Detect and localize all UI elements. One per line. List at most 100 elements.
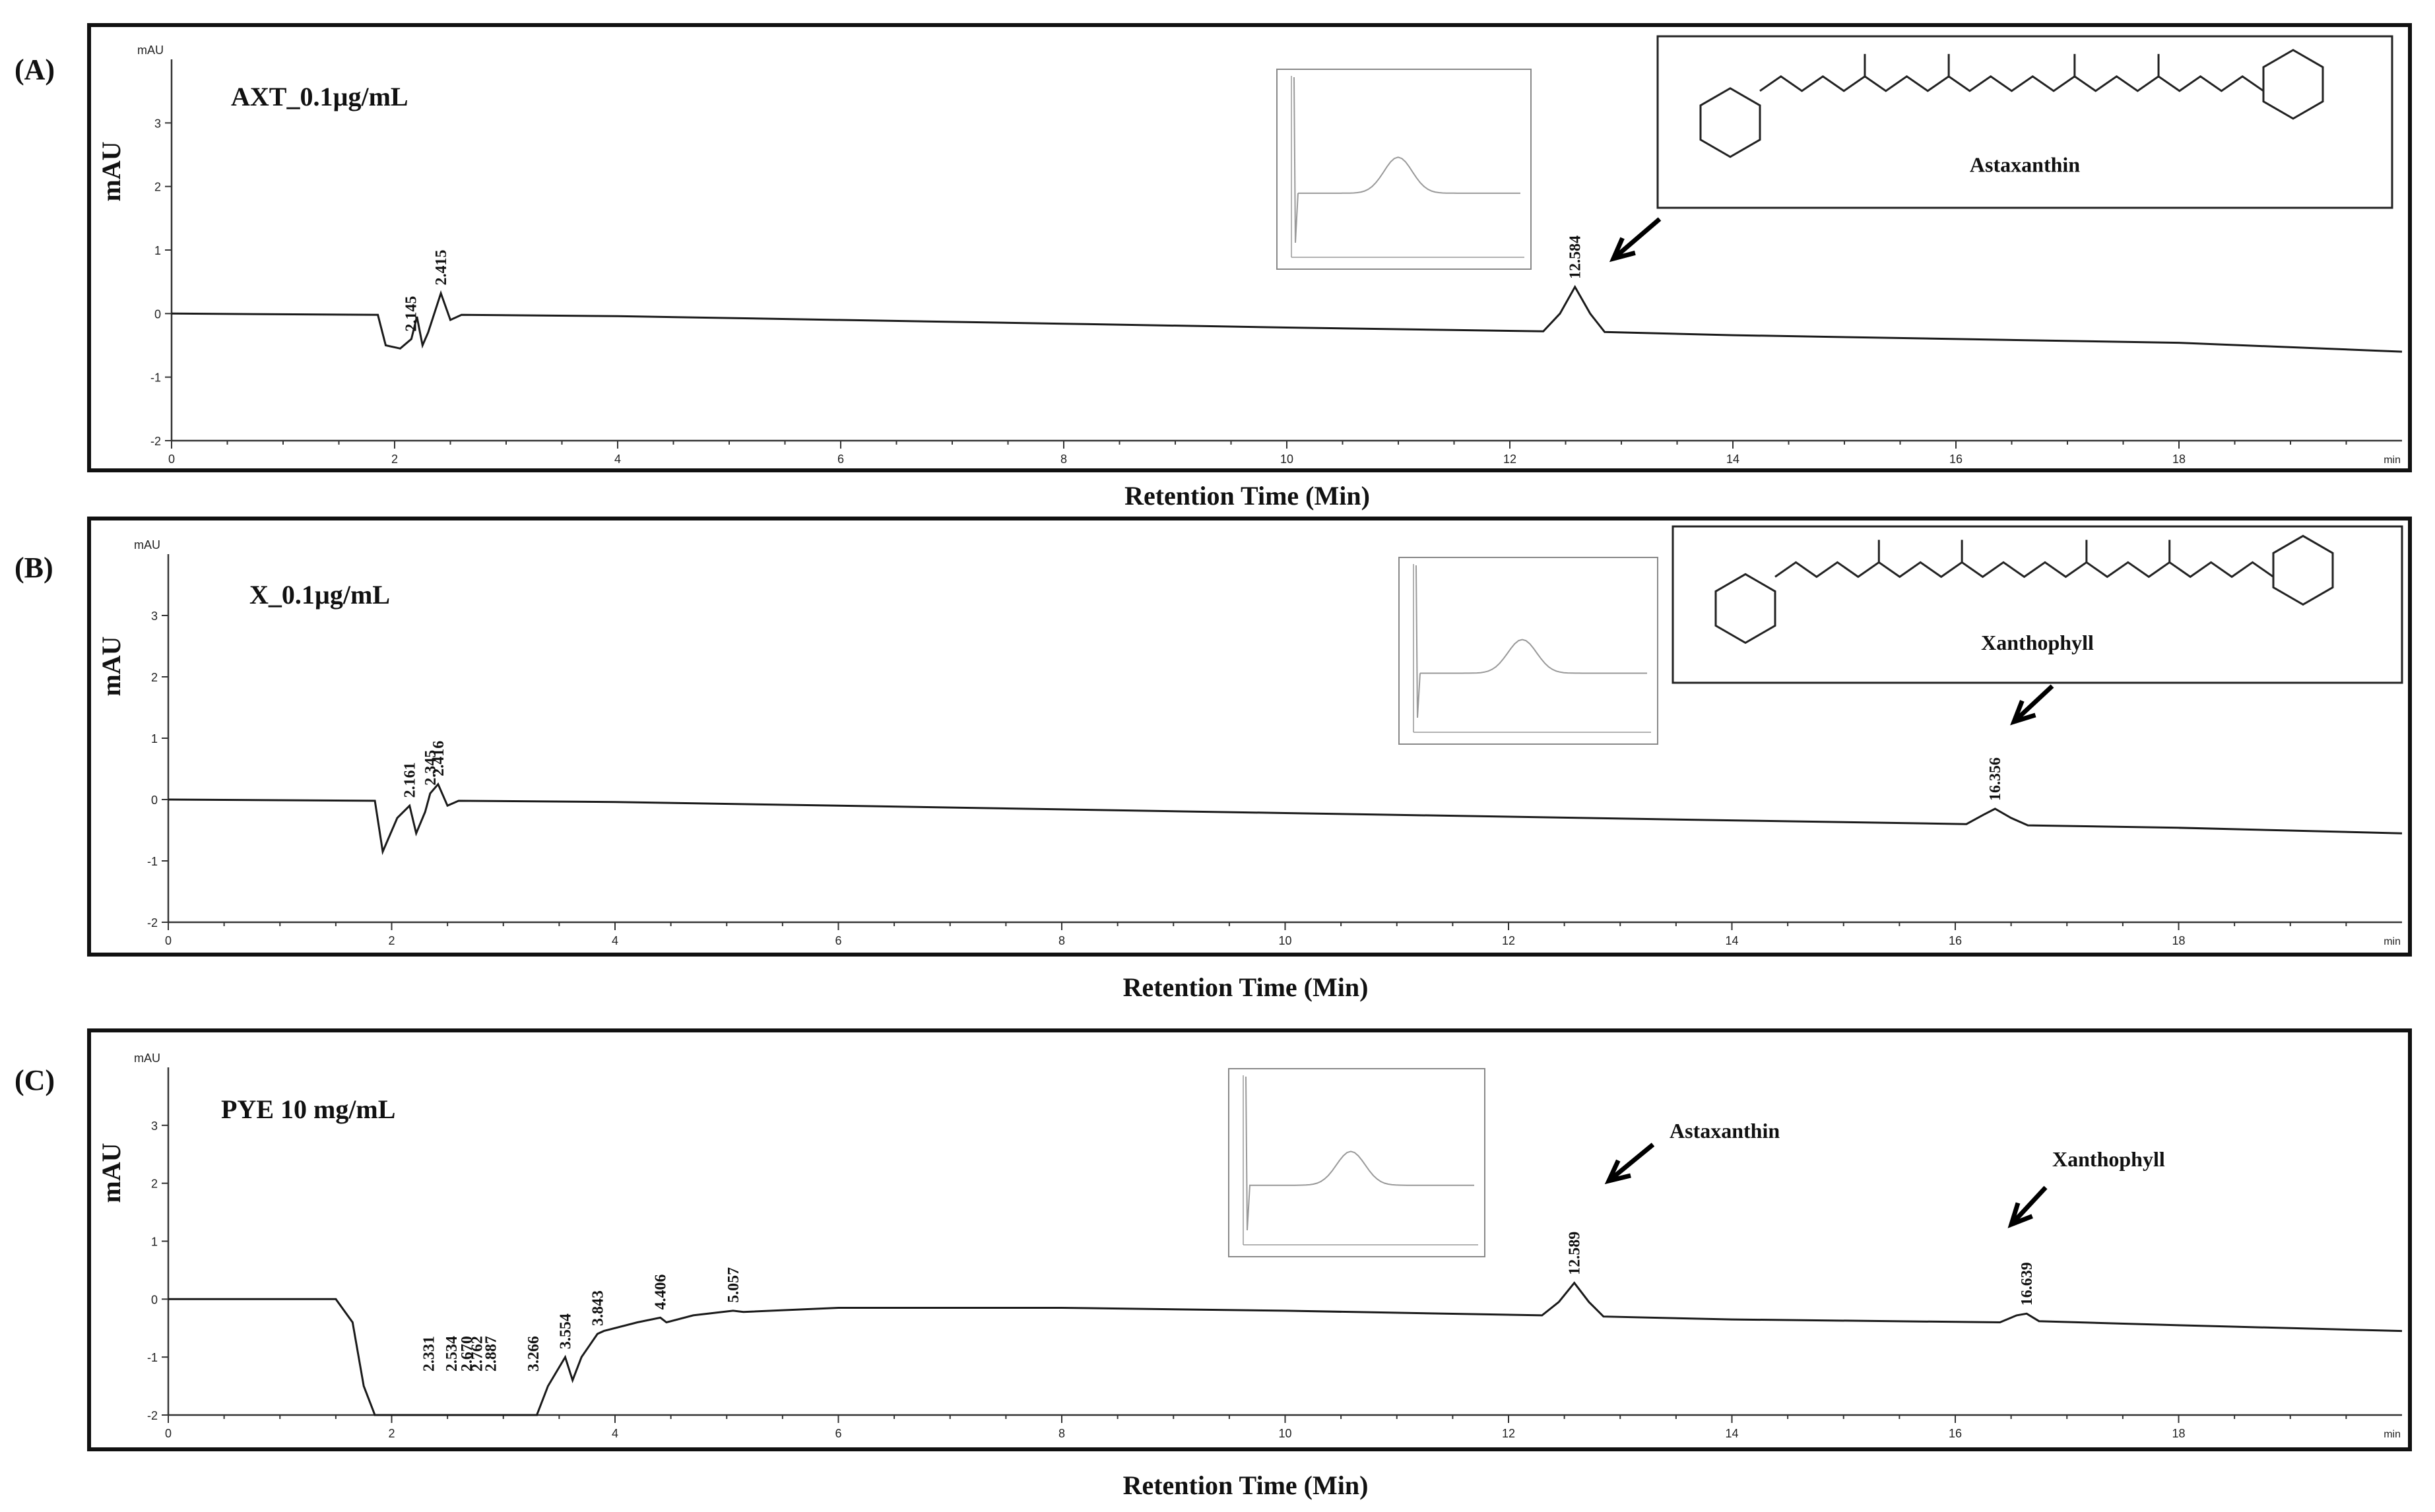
y-tick-label: -2 bbox=[147, 916, 158, 929]
x-tick-label: 6 bbox=[835, 1427, 841, 1440]
peak-label: 16.356 bbox=[1987, 757, 2004, 801]
peak-label: 2.345 bbox=[422, 750, 439, 786]
x-tick-label: 16 bbox=[1949, 453, 1963, 466]
panel-frame bbox=[87, 1028, 2412, 1451]
x-tick-label: 2 bbox=[388, 1427, 395, 1440]
structure-name: Xanthophyll bbox=[1981, 631, 2094, 654]
peak-label: 3.266 bbox=[525, 1336, 542, 1371]
arrow-head bbox=[2007, 1202, 2033, 1228]
x-tick-label: 18 bbox=[2172, 453, 2186, 466]
x-tick-label: 10 bbox=[1278, 1427, 1291, 1440]
peak-label: 4.406 bbox=[653, 1274, 670, 1309]
annotation-arrow bbox=[1607, 1143, 1655, 1183]
peak-label: 2.145 bbox=[403, 296, 420, 332]
x-tick-label: 10 bbox=[1280, 453, 1293, 466]
sample-label: AXT_0.1µg/mL bbox=[231, 82, 408, 111]
peak-label: 12.584 bbox=[1567, 236, 1584, 279]
arrow-annotation-label: Astaxanthin bbox=[1670, 1119, 1780, 1143]
x-tick-label: 18 bbox=[2172, 934, 2185, 947]
x-tick-label: 6 bbox=[837, 453, 844, 466]
x-tick-label: 16 bbox=[1949, 934, 1962, 947]
inset-frame bbox=[1276, 69, 1532, 270]
x-axis-unit: min bbox=[2384, 1429, 2401, 1440]
chromatogram-trace bbox=[171, 284, 2403, 353]
arrow-head bbox=[2010, 700, 2036, 726]
x-tick-label: 12 bbox=[1503, 453, 1516, 466]
structure-frame bbox=[1656, 35, 2393, 209]
x-tick-label: 6 bbox=[835, 934, 841, 947]
sample-label: PYE 10 mg/mL bbox=[221, 1094, 395, 1124]
panel-frame bbox=[87, 517, 2412, 957]
x-axis-unit: min bbox=[2384, 455, 2401, 466]
y-axis-unit: mAU bbox=[134, 538, 160, 551]
structure-ring bbox=[2262, 49, 2324, 120]
y-tick-label: 3 bbox=[154, 117, 161, 130]
y-tick-label: 0 bbox=[151, 1293, 158, 1306]
x-tick-label: 4 bbox=[612, 934, 618, 947]
annotation-arrow bbox=[2012, 684, 2054, 724]
y-axis-title: mAU bbox=[96, 1143, 126, 1203]
uv-spectrum-inset bbox=[1276, 69, 1532, 270]
x-tick-label: 0 bbox=[168, 453, 175, 466]
inset-frame bbox=[1398, 557, 1658, 745]
x-tick-label: 0 bbox=[165, 934, 172, 947]
y-tick-label: 1 bbox=[151, 732, 158, 745]
peak-label: 2.161 bbox=[402, 762, 419, 798]
y-tick-label: 0 bbox=[151, 794, 158, 807]
y-tick-label: -1 bbox=[150, 371, 161, 385]
structure-chain bbox=[1774, 561, 2274, 579]
structure-frame bbox=[1672, 525, 2403, 684]
panel-label: (C) bbox=[15, 1064, 55, 1096]
chromatogram-trace bbox=[168, 1281, 2403, 1416]
annotation-arrow bbox=[1611, 217, 1662, 261]
x-tick-label: 4 bbox=[614, 453, 621, 466]
arrow-head bbox=[1604, 1159, 1631, 1185]
x-tick-label: 8 bbox=[1060, 453, 1067, 466]
x-tick-label: 18 bbox=[2172, 1427, 2185, 1440]
y-axis-unit: mAU bbox=[137, 44, 164, 57]
x-tick-label: 8 bbox=[1058, 1427, 1065, 1440]
uv-spectrum-inset bbox=[1228, 1068, 1485, 1257]
x-tick-label: 10 bbox=[1278, 934, 1291, 947]
arrow-head bbox=[1609, 237, 1636, 263]
x-axis-title: Retention Time (Min) bbox=[1124, 481, 1370, 511]
x-tick-label: 2 bbox=[391, 453, 398, 466]
structure-ring bbox=[1699, 87, 1761, 158]
panel-label: (B) bbox=[15, 551, 53, 584]
y-tick-label: -1 bbox=[147, 855, 158, 868]
peak-label: 2.415 bbox=[433, 250, 450, 286]
x-tick-label: 14 bbox=[1725, 934, 1738, 947]
structure-ring bbox=[1714, 573, 1776, 645]
x-axis-unit: min bbox=[2384, 936, 2401, 947]
peak-label: 12.589 bbox=[1567, 1232, 1584, 1275]
chemical-structure-box: Xanthophyll bbox=[1672, 525, 2403, 684]
y-axis-title: mAU bbox=[96, 636, 126, 696]
y-tick-label: 2 bbox=[151, 671, 158, 684]
x-tick-label: 2 bbox=[388, 934, 395, 947]
peak-label: 5.057 bbox=[725, 1267, 742, 1303]
uv-spectrum-inset bbox=[1398, 557, 1658, 745]
peak-label: 2.534 bbox=[443, 1336, 461, 1371]
x-tick-label: 4 bbox=[612, 1427, 618, 1440]
peak-label: 2.331 bbox=[421, 1336, 438, 1371]
chromatogram-trace bbox=[168, 782, 2403, 856]
structure-ring bbox=[2272, 534, 2334, 606]
y-tick-label: 1 bbox=[154, 244, 161, 257]
y-tick-label: -2 bbox=[147, 1409, 158, 1422]
peak-label: 2.670 bbox=[459, 1336, 476, 1371]
peak-label: 16.639 bbox=[2019, 1262, 2036, 1306]
panel-label: (A) bbox=[15, 53, 55, 86]
y-tick-label: 0 bbox=[154, 307, 161, 321]
x-tick-label: 14 bbox=[1726, 453, 1739, 466]
x-axis-title: Retention Time (Min) bbox=[1123, 972, 1369, 1002]
peak-label: 3.554 bbox=[558, 1313, 575, 1349]
structure-chain bbox=[1759, 75, 2264, 92]
panel-frame bbox=[87, 23, 2412, 472]
y-tick-label: 2 bbox=[151, 1178, 158, 1191]
y-tick-label: 2 bbox=[154, 181, 161, 194]
structure-name: Astaxanthin bbox=[1970, 152, 2080, 176]
x-tick-label: 8 bbox=[1058, 934, 1065, 947]
inset-spectrum-curve bbox=[1293, 77, 1520, 243]
peak-label: 2.887 bbox=[483, 1336, 500, 1371]
